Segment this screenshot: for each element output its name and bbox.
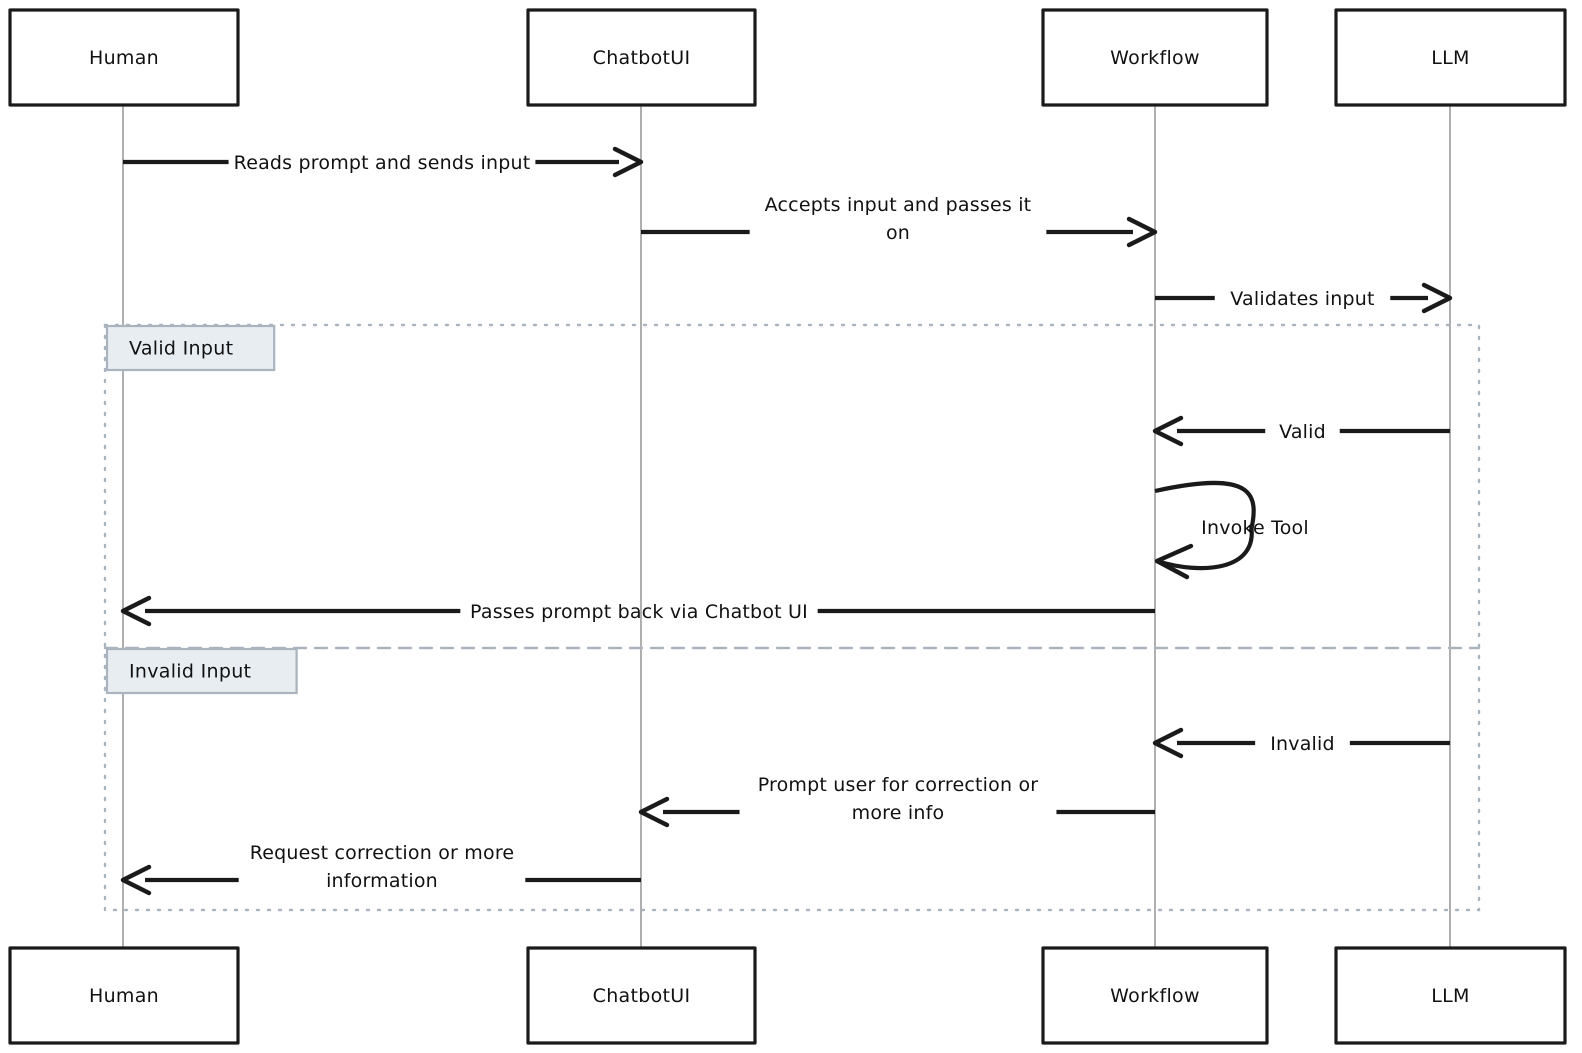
arrow-head-m7 [1152,727,1184,759]
message-label-m5: Invoke Tool [1201,517,1309,539]
actor-box-llm-bottom[interactable] [1334,946,1567,1045]
fragment-label-box-invalid [105,647,298,695]
actor-label-workflow-bottom: Workflow [1110,985,1200,1007]
arrow-head-m9 [120,864,152,896]
actor-box-chatbotui-bottom[interactable] [526,946,757,1045]
message-m6: Passes prompt back via Chatbot UI [120,595,1155,627]
actor-label-llm-bottom: LLM [1431,985,1469,1007]
actor-boxes-top: Human ChatbotUI Workflow LLM [8,8,1567,107]
alt-fragment [103,323,1481,912]
fragment-label-invalid: Invalid Input [129,661,251,683]
message-label-m7: Invalid [1270,733,1335,755]
message-label-m1: Reads prompt and sends input [234,152,531,174]
message-label-m6: Passes prompt back via Chatbot UI [470,601,808,623]
self-loop-bottom-m5 [1156,524,1254,571]
lifeline-group [122,105,1451,948]
actor-box-workflow-top[interactable] [1041,8,1269,107]
self-loop-top-m5 [1154,480,1256,532]
arrow-head-m4 [1152,415,1184,447]
actor-box-llm-top[interactable] [1334,8,1567,107]
message-m1: Reads prompt and sends input [123,146,644,178]
actor-label-human-top: Human [89,47,159,69]
message-label-m4: Valid [1279,421,1326,443]
message-m4: Valid [1152,415,1450,447]
actor-label-llm-top: LLM [1431,47,1469,69]
message-label-m3: Validates input [1230,288,1374,310]
actor-label-chatbotui-top: ChatbotUI [593,47,691,69]
message-m3: Validates input [1155,282,1453,314]
arrow-head-m1 [612,146,644,178]
arrow-head-m2 [1126,216,1158,248]
message-m7: Invalid [1152,727,1450,759]
fragment-label-valid: Valid Input [129,338,233,360]
fragment-label-box-valid [105,324,276,372]
actor-box-human-bottom[interactable] [8,946,240,1045]
actor-box-workflow-bottom[interactable] [1041,946,1269,1045]
message-m5: Invoke Tool [1154,480,1309,580]
actor-label-human-bottom: Human [89,985,159,1007]
actor-boxes-bottom: Human ChatbotUI Workflow LLM [8,946,1567,1045]
arrow-head-m6 [120,595,152,627]
arrow-head-m5 [1154,543,1194,580]
actor-box-chatbotui-top[interactable] [526,8,757,107]
arrow-head-m8 [638,796,670,828]
arrow-head-m3 [1421,282,1453,314]
actor-box-human-top[interactable] [8,8,240,107]
actor-label-workflow-top: Workflow [1110,47,1200,69]
actor-label-chatbotui-bottom: ChatbotUI [593,985,691,1007]
